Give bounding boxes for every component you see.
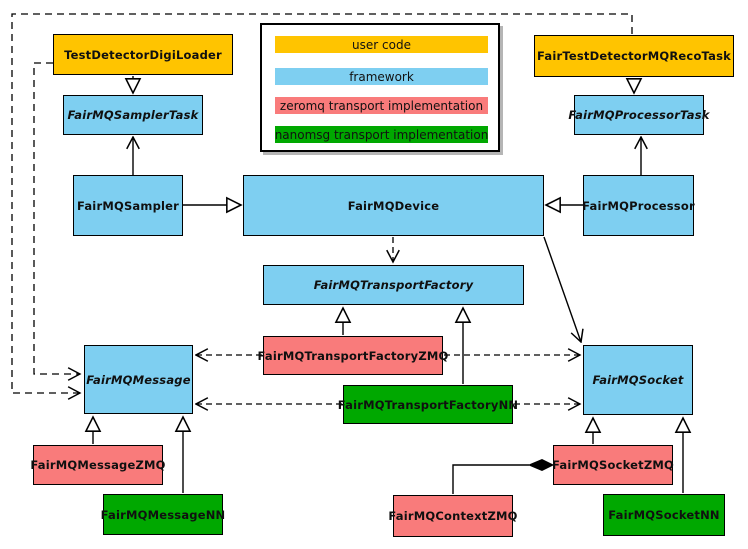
class-name: FairMQSocketZMQ (552, 458, 674, 472)
edge-composition-socketzmq-contextzmq (452, 464, 529, 494)
node-fairmq-socket-zmq: FairMQSocketZMQ (552, 445, 674, 485)
edge-dependency-digiloader-message (33, 62, 80, 374)
legend-item-framework: framework (275, 68, 488, 85)
class-name: FairMQContextZMQ (388, 509, 518, 523)
class-name: FairMQTransportFactoryZMQ (257, 348, 449, 363)
node-fairmq-socket: FairMQSocket (583, 345, 693, 415)
legend-item-nanomsg: nanomsg transport implementation (275, 126, 488, 143)
node-fairmq-message-nn: FairMQMessageNN (100, 494, 226, 535)
legend-label: framework (349, 69, 414, 84)
node-fairmq-message: FairMQMessage (84, 345, 193, 414)
node-fairmq-transport-factory-zmq: FairMQTransportFactoryZMQ (258, 336, 448, 375)
class-name: TestDetectorDigiLoader (64, 47, 222, 62)
node-test-detector-digi-loader: TestDetectorDigiLoader (53, 34, 233, 75)
legend-box: user code framework zeromq transport imp… (260, 23, 500, 152)
class-name: FairMQMessageNN (100, 507, 226, 522)
legend-item-zeromq: zeromq transport implementation (275, 97, 488, 114)
class-name: FairMQSocket (592, 373, 684, 387)
class-name: FairMQSampler (76, 198, 180, 213)
legend-item-user-code: user code (275, 36, 488, 53)
class-name: FairMQTransportFactoryNN (337, 397, 519, 412)
node-fairmq-transport-factory-nn: FairMQTransportFactoryNN (338, 385, 518, 424)
node-fairmq-processor: FairMQProcessor (582, 175, 695, 236)
node-fairmq-sampler: FairMQSampler (73, 175, 183, 236)
class-name: FairMQMessage (86, 372, 191, 387)
class-name: FairMQProcessor (582, 198, 695, 213)
edge-dependency-recotask-message (11, 13, 633, 393)
edge-association-device-socket (543, 236, 581, 342)
node-fairmq-socket-nn: FairMQSocketNN (603, 494, 725, 536)
legend-label: zeromq transport implementation (279, 98, 484, 113)
node-fairmq-message-zmq: FairMQMessageZMQ (30, 445, 166, 485)
class-name: FairMQDevice (347, 198, 440, 213)
node-fairmq-processor-task: FairMQProcessorTask (568, 95, 709, 135)
class-name: FairMQProcessorTask (568, 108, 710, 122)
class-name: FairMQSamplerTask (67, 108, 199, 122)
node-fairmq-sampler-task: FairMQSamplerTask (63, 95, 203, 135)
node-fair-test-detector-mq-reco-task: FairTestDetectorMQRecoTask (534, 35, 734, 77)
class-name: FairMQMessageZMQ (30, 458, 166, 472)
composition-diamond-icon (527, 458, 555, 472)
node-fairmq-context-zmq: FairMQContextZMQ (388, 495, 517, 537)
node-fairmq-transport-factory: FairMQTransportFactory (263, 265, 524, 305)
class-name: FairTestDetectorMQRecoTask (537, 49, 731, 63)
legend-label: user code (352, 37, 411, 52)
class-name: FairMQSocketNN (608, 508, 720, 522)
legend-label: nanomsg transport implementation (274, 127, 489, 142)
node-fairmq-device: FairMQDevice (243, 175, 544, 236)
class-name: FairMQTransportFactory (313, 278, 474, 292)
